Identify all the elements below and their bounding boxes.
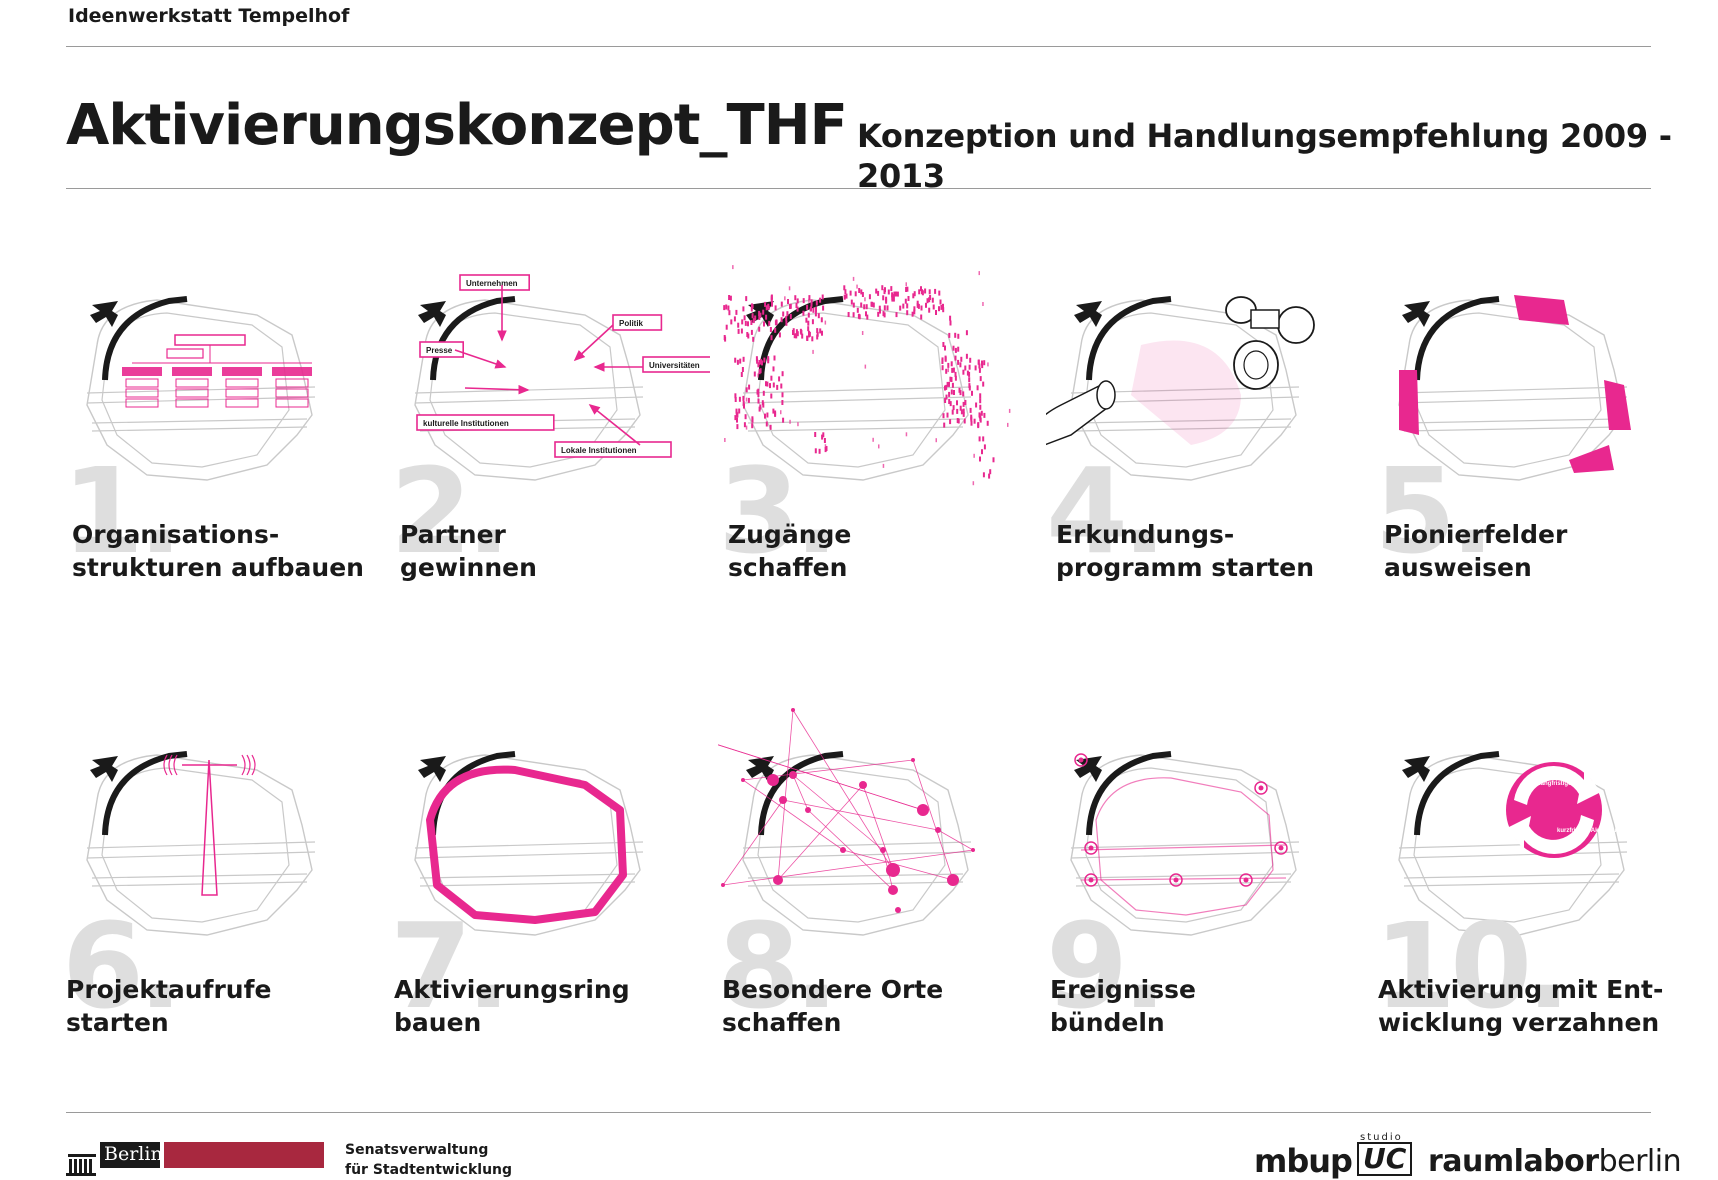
- caption-line-1: Aktivierung mit Ent-: [1378, 975, 1664, 1004]
- step-caption: Partner gewinnen: [400, 518, 537, 584]
- mbup-logo: mbup: [1254, 1142, 1353, 1180]
- step-8: 8.Besondere Orte schaffen: [718, 645, 1038, 1037]
- step-1: 1.Organisations-strukturen aufbauen: [62, 190, 382, 582]
- page-title: Aktivierungskonzept_THF: [66, 93, 848, 158]
- step-number: 6.: [62, 897, 183, 1035]
- step-10: langfristige Entwicklung kurzfristige Akt…: [1374, 645, 1694, 1037]
- caption-line-2: gewinnen: [400, 553, 537, 582]
- caption-line-1: Pionierfelder: [1384, 520, 1568, 549]
- cycle-label-long: langfristige Entwicklung: [1539, 781, 1609, 787]
- step-number: 3.: [718, 442, 839, 580]
- caption-line-1: Erkundungs-: [1056, 520, 1235, 549]
- caption-line-1: Aktivierungsring: [394, 975, 630, 1004]
- partner-label: kulturelle Institutionen: [423, 419, 509, 428]
- raumlabor-logo: raumlaborberlin: [1428, 1144, 1682, 1179]
- step-number: 9.: [1046, 897, 1167, 1035]
- page-subtitle: Konzeption und Handlungsempfehlung 2009 …: [857, 117, 1672, 195]
- crowd-access-icon: [723, 265, 1011, 486]
- step-number: 7.: [390, 897, 511, 1035]
- broadcast-tower-icon: [86, 751, 316, 936]
- partner-label: Lokale Institutionen: [561, 446, 637, 455]
- partner-label: Unternehmen: [466, 279, 518, 288]
- caption-line-1: Projektaufrufe: [66, 975, 272, 1004]
- caption-line-2: schaffen: [728, 553, 848, 582]
- berlin-logo: Berlin: [66, 1140, 326, 1176]
- step-4: 4.Erkundungs-programm starten: [1046, 190, 1366, 582]
- binoculars-icon: [1046, 296, 1315, 481]
- caption-line-2: strukturen aufbauen: [72, 553, 364, 582]
- network-nodes-icon: [718, 708, 975, 936]
- org-chart-icon: [86, 296, 316, 481]
- step-caption: Zugänge schaffen: [728, 518, 851, 584]
- step-caption: Ereignisse bündeln: [1050, 973, 1196, 1039]
- caption-line-1: Partner: [400, 520, 506, 549]
- senate-line-1: Senatsverwaltung: [345, 1142, 489, 1158]
- step-3: 3.Zugänge schaffen: [718, 190, 1038, 582]
- title-divider: [66, 188, 1651, 189]
- step-number: 5.: [1374, 442, 1495, 580]
- step-number: 8.: [718, 897, 839, 1035]
- caption-line-2: wicklung verzahnen: [1378, 1008, 1660, 1037]
- studio-uc-logo: UC: [1357, 1142, 1413, 1176]
- caption-line-2: schaffen: [722, 1008, 842, 1037]
- step-9: 9.Ereignisse bündeln: [1046, 645, 1366, 1037]
- caption-line-2: bauen: [394, 1008, 482, 1037]
- step-caption: Organisations-strukturen aufbauen: [72, 518, 364, 584]
- step-caption: Projektaufrufe starten: [66, 973, 271, 1039]
- partner-label: Politik: [619, 319, 644, 328]
- step-7: 7.Aktivierungsring bauen: [390, 645, 710, 1037]
- step-number: 10.: [1374, 897, 1571, 1035]
- step-caption: Aktivierung mit Ent-wicklung verzahnen: [1378, 973, 1663, 1039]
- footer-divider: [66, 1112, 1651, 1113]
- caption-line-1: Organisations-: [72, 520, 280, 549]
- cycle-arrows-icon: langfristige Entwicklung kurzfristige Akt…: [1398, 751, 1628, 936]
- caption-line-1: Ereignisse: [1050, 975, 1196, 1004]
- event-nodes-icon: [1070, 751, 1300, 936]
- pioneer-fields-icon: [1398, 295, 1631, 481]
- caption-line-2: ausweisen: [1384, 553, 1532, 582]
- step-number: 1.: [62, 442, 183, 580]
- step-caption: Besondere Orte schaffen: [722, 973, 943, 1039]
- header-divider: [66, 46, 1651, 47]
- step-number: 2.: [390, 442, 511, 580]
- activation-ring-icon: [414, 751, 644, 936]
- senate-line-2: für Stadtentwicklung: [345, 1162, 513, 1178]
- step-caption: Aktivierungsring bauen: [394, 973, 630, 1039]
- caption-line-1: Besondere Orte: [722, 975, 944, 1004]
- caption-line-1: Zugänge: [728, 520, 852, 549]
- step-caption: Pionierfelder ausweisen: [1384, 518, 1567, 584]
- berlin-wordmark: Berlin: [104, 1143, 163, 1165]
- step-caption: Erkundungs-programm starten: [1056, 518, 1314, 584]
- partner-label: Presse: [426, 346, 453, 355]
- studio-label: studio: [1360, 1132, 1403, 1143]
- berlin-bear-icon: [66, 1142, 324, 1176]
- step-6: 6.Projektaufrufe starten: [62, 645, 382, 1037]
- caption-line-2: starten: [66, 1008, 169, 1037]
- caption-line-2: programm starten: [1056, 553, 1315, 582]
- raumlabor-bold: raumlabor: [1428, 1144, 1599, 1179]
- caption-line-2: bündeln: [1050, 1008, 1165, 1037]
- step-5: 5.Pionierfelder ausweisen: [1374, 190, 1694, 582]
- raumlabor-light: berlin: [1598, 1144, 1682, 1179]
- cycle-label-short: kurzfristige Aktivierung: [1557, 828, 1624, 834]
- top-label: Ideenwerkstatt Tempelhof: [68, 5, 350, 27]
- step-number: 4.: [1046, 442, 1167, 580]
- partner-label: Universitäten: [649, 361, 700, 370]
